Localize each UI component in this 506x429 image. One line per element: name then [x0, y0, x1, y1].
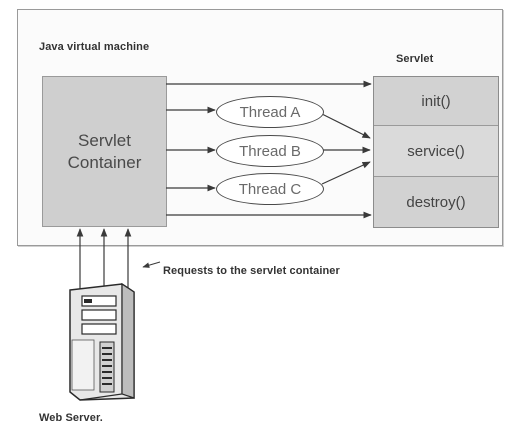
web-server-icon — [60, 282, 140, 402]
caption-pointer-arrow — [143, 262, 160, 267]
thread-c: Thread C — [216, 173, 324, 205]
web-server-label: Web Server. — [39, 412, 103, 424]
arrow-thread-a-to-service — [322, 114, 370, 138]
arrow-thread-c-to-service — [322, 162, 370, 184]
requests-caption: Requests to the servlet container — [163, 265, 340, 277]
thread-a: Thread A — [216, 96, 324, 128]
thread-b: Thread B — [216, 135, 324, 167]
